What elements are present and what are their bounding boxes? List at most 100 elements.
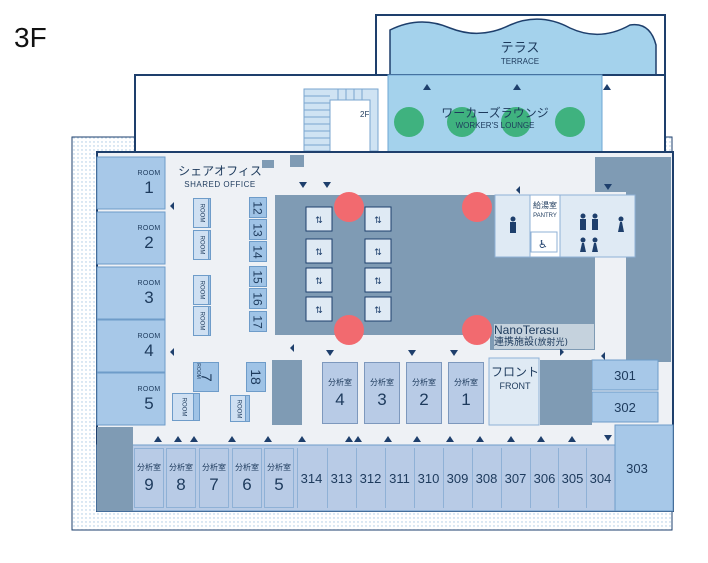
room-number-cell: 18 bbox=[246, 362, 266, 392]
room-309[interactable]: 309 bbox=[443, 448, 471, 508]
svg-text:⇅: ⇅ bbox=[315, 216, 323, 226]
tree-icon bbox=[501, 107, 531, 137]
room-number-cell: 17 bbox=[249, 311, 267, 332]
room-312[interactable]: 312 bbox=[356, 448, 384, 508]
room-5[interactable]: ROOM 5 bbox=[132, 376, 166, 422]
nanoterasu-label-jp: 連携施設 bbox=[494, 337, 534, 349]
front-desk bbox=[488, 357, 540, 426]
lab-label: 分析室 bbox=[235, 462, 259, 472]
svg-text:⇅: ⇅ bbox=[374, 216, 382, 226]
svg-text:⇅: ⇅ bbox=[315, 306, 323, 316]
room-306[interactable]: 306 bbox=[530, 448, 558, 508]
room-number: 4 bbox=[144, 341, 154, 360]
shared-office-label: シェアオフィス SHARED OFFICE bbox=[175, 164, 265, 190]
room-305[interactable]: 305 bbox=[558, 448, 586, 508]
room-303[interactable]: 303 bbox=[626, 460, 648, 476]
room-number: 2 bbox=[144, 233, 154, 252]
right-utility bbox=[626, 157, 671, 362]
svg-text:⇅: ⇅ bbox=[315, 277, 323, 287]
room-number: 5 bbox=[144, 394, 154, 413]
room-307[interactable]: 307 bbox=[501, 448, 529, 508]
room-prefix: ROOM bbox=[198, 311, 205, 331]
lab-label: 分析室 bbox=[267, 462, 291, 472]
svg-text:⇅: ⇅ bbox=[374, 306, 382, 316]
shared-office-label-jp: シェアオフィス bbox=[178, 164, 262, 178]
lab-7[interactable]: 分析室 7 bbox=[199, 448, 229, 508]
terrace-area bbox=[389, 18, 657, 76]
floor-label: 3F bbox=[14, 22, 47, 53]
room-313[interactable]: 313 bbox=[327, 448, 355, 508]
room-prefix: ROOM bbox=[195, 363, 201, 379]
svg-text:⇅: ⇅ bbox=[374, 277, 382, 287]
lab-number: 6 bbox=[242, 474, 252, 494]
lab-9[interactable]: 分析室 9 bbox=[134, 448, 164, 508]
room-301[interactable]: 301 bbox=[614, 367, 636, 383]
lab-label: 分析室 bbox=[454, 377, 478, 387]
room-number: 15 bbox=[250, 269, 265, 284]
lower-core-dark bbox=[272, 360, 302, 425]
room-311[interactable]: 311 bbox=[385, 448, 413, 508]
lounge-label-en: WORKER'S LOUNGE bbox=[455, 121, 535, 131]
lab-label: 分析室 bbox=[328, 377, 352, 387]
top-center-dark-2 bbox=[262, 160, 274, 168]
front-label-en: FRONT bbox=[499, 381, 531, 392]
room-prefix: ROOM bbox=[137, 280, 161, 287]
nanoterasu-label-jp-sub: (放射光) bbox=[534, 338, 569, 349]
lab-number: 5 bbox=[274, 474, 284, 494]
lab-number: 1 bbox=[461, 389, 471, 409]
room-prefix-cell: ROOM bbox=[193, 275, 209, 305]
room-310[interactable]: 310 bbox=[414, 448, 442, 508]
restroom-women-icon bbox=[580, 216, 624, 252]
room-301-block bbox=[591, 359, 659, 391]
lab-4[interactable]: 分析室 4 bbox=[322, 362, 358, 424]
room-314[interactable]: 314 bbox=[297, 448, 325, 508]
lab-number: 7 bbox=[209, 474, 219, 494]
upper-right-dark bbox=[595, 157, 628, 192]
red-markers bbox=[334, 192, 492, 345]
room-303-block bbox=[614, 424, 674, 512]
lab-8[interactable]: 分析室 8 bbox=[166, 448, 196, 508]
tree-icon bbox=[394, 107, 424, 137]
room-prefix: ROOM bbox=[198, 235, 205, 255]
lounge-label: ワーカーズラウンジ WORKER'S LOUNGE bbox=[420, 106, 570, 131]
room-302[interactable]: 302 bbox=[614, 399, 636, 415]
room-304[interactable]: 304 bbox=[586, 448, 614, 508]
nanoterasu-label-en: NanoTerasu bbox=[494, 323, 559, 337]
room-3[interactable]: ROOM 3 bbox=[132, 270, 166, 316]
room-4[interactable]: ROOM 4 bbox=[132, 323, 166, 369]
lounge-label-jp: ワーカーズラウンジ bbox=[441, 106, 549, 120]
svg-text:⇅: ⇅ bbox=[315, 248, 323, 258]
room-prefix: ROOM bbox=[137, 225, 161, 232]
room-number-cell: 13 bbox=[249, 219, 267, 240]
terrace-label-jp: テラス bbox=[500, 41, 540, 56]
room-308[interactable]: 308 bbox=[472, 448, 500, 508]
room-prefix-cell: ROOM bbox=[230, 395, 246, 422]
room-prefix: ROOM bbox=[137, 386, 161, 393]
lab-label: 分析室 bbox=[137, 462, 161, 472]
room-302-block bbox=[591, 391, 659, 423]
lab-3[interactable]: 分析室 3 bbox=[364, 362, 400, 424]
left-room-column bbox=[96, 156, 166, 426]
lab-label: 分析室 bbox=[202, 462, 226, 472]
room-number: 1 bbox=[144, 178, 154, 197]
pantry-label: 給湯室 PANTRY bbox=[530, 201, 560, 219]
room-number: 16 bbox=[250, 291, 265, 306]
bottom-left-dark bbox=[97, 427, 133, 511]
lab-2[interactable]: 分析室 2 bbox=[406, 362, 442, 424]
lab-5[interactable]: 分析室 5 bbox=[264, 448, 294, 508]
svg-text:⇅: ⇅ bbox=[374, 248, 382, 258]
room-1[interactable]: ROOM 1 bbox=[132, 160, 166, 206]
lab-1[interactable]: 分析室 1 bbox=[448, 362, 484, 424]
room-number-cell: 16 bbox=[249, 288, 267, 309]
room-prefix: ROOM bbox=[137, 333, 161, 340]
room-number: 3 bbox=[144, 288, 154, 307]
lab-number: 2 bbox=[419, 389, 429, 409]
right-dark-mid bbox=[540, 360, 592, 425]
elevators bbox=[305, 206, 392, 322]
restroom-men-icon bbox=[510, 213, 598, 233]
room-number: 17 bbox=[250, 314, 265, 329]
room-prefix-cell: ROOM bbox=[193, 230, 209, 260]
room-2[interactable]: ROOM 2 bbox=[132, 215, 166, 261]
tree-icon bbox=[447, 107, 477, 137]
lab-6[interactable]: 分析室 6 bbox=[232, 448, 262, 508]
